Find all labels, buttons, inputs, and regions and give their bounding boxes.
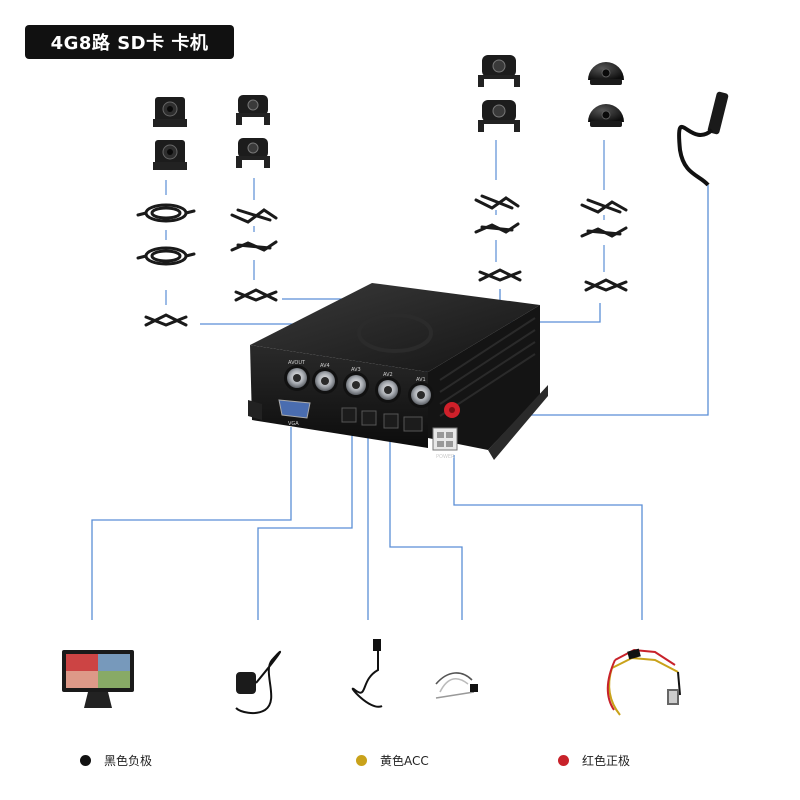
dome-camera-2 [588, 104, 624, 127]
y-cable-1 [234, 288, 278, 302]
power-cable [606, 648, 681, 716]
ext-cable-6 [580, 226, 628, 238]
coil-cable-2 [136, 246, 196, 266]
vga-port [278, 399, 311, 419]
connector-av4 [312, 368, 338, 394]
yellow-dot-icon [356, 754, 367, 766]
io-ports [341, 407, 423, 432]
black-dot-icon [80, 754, 91, 766]
legend-item-acc: 黄色ACC [356, 752, 429, 768]
cable-coils [136, 194, 628, 327]
box-camera-1 [153, 97, 187, 127]
y-cable-3 [478, 268, 522, 282]
product-title-badge: 4G8路 SD卡 卡机 [25, 25, 234, 59]
wire-power [453, 455, 643, 620]
legend-label-negative: 黑色负极 [104, 753, 153, 768]
side-camera-1 [236, 95, 270, 125]
coil-cable-1 [136, 203, 196, 223]
side-camera-3 [478, 55, 520, 87]
box-camera-2 [153, 140, 187, 170]
wire-monitor [91, 427, 292, 620]
label-power: POWER [436, 454, 455, 460]
connector-av2 [375, 377, 401, 403]
connector-avout [284, 365, 310, 391]
ext-cable-2 [230, 240, 278, 252]
connector-av1 [408, 382, 434, 408]
4g-antenna [677, 91, 729, 187]
antenna-port [444, 402, 460, 418]
label-av2: AV2 [383, 372, 393, 378]
side-camera-4 [478, 100, 520, 132]
red-dot-icon [558, 754, 569, 766]
gps-module [235, 650, 282, 715]
dome-camera-1 [588, 62, 624, 85]
y-cable-4 [584, 278, 628, 292]
ext-cable-4 [474, 222, 520, 234]
legend-label-acc: 黄色ACC [380, 753, 429, 768]
wire-io [389, 425, 463, 620]
ext-cable-5 [580, 198, 628, 214]
mdvr-device: AVOUT AV4 AV3 AV2 AV1 VGA POWER [248, 283, 548, 460]
product-title: 4G8路 SD卡 卡机 [50, 33, 209, 54]
microphone-cable [351, 639, 383, 708]
connector-av3 [343, 372, 369, 398]
label-av4: AV4 [320, 363, 330, 369]
io-cable [435, 672, 478, 699]
power-port [432, 427, 458, 451]
side-camera-2 [236, 138, 270, 168]
wire-gps [257, 425, 353, 620]
legend-label-positive: 红色正极 [582, 753, 631, 768]
label-av1: AV1 [416, 377, 426, 383]
label-avout: AVOUT [288, 360, 306, 366]
lcd-monitor [62, 650, 134, 708]
ext-cable-3 [474, 194, 520, 210]
label-vga: VGA [288, 421, 299, 427]
legend-item-negative: 黑色负极 [80, 752, 152, 768]
y-cable-2 [144, 313, 188, 327]
cable-guides [165, 140, 605, 305]
ext-cable-1 [230, 208, 278, 224]
wire-antenna [462, 185, 709, 416]
label-av3: AV3 [351, 367, 361, 373]
legend-item-positive: 红色正极 [558, 752, 630, 768]
